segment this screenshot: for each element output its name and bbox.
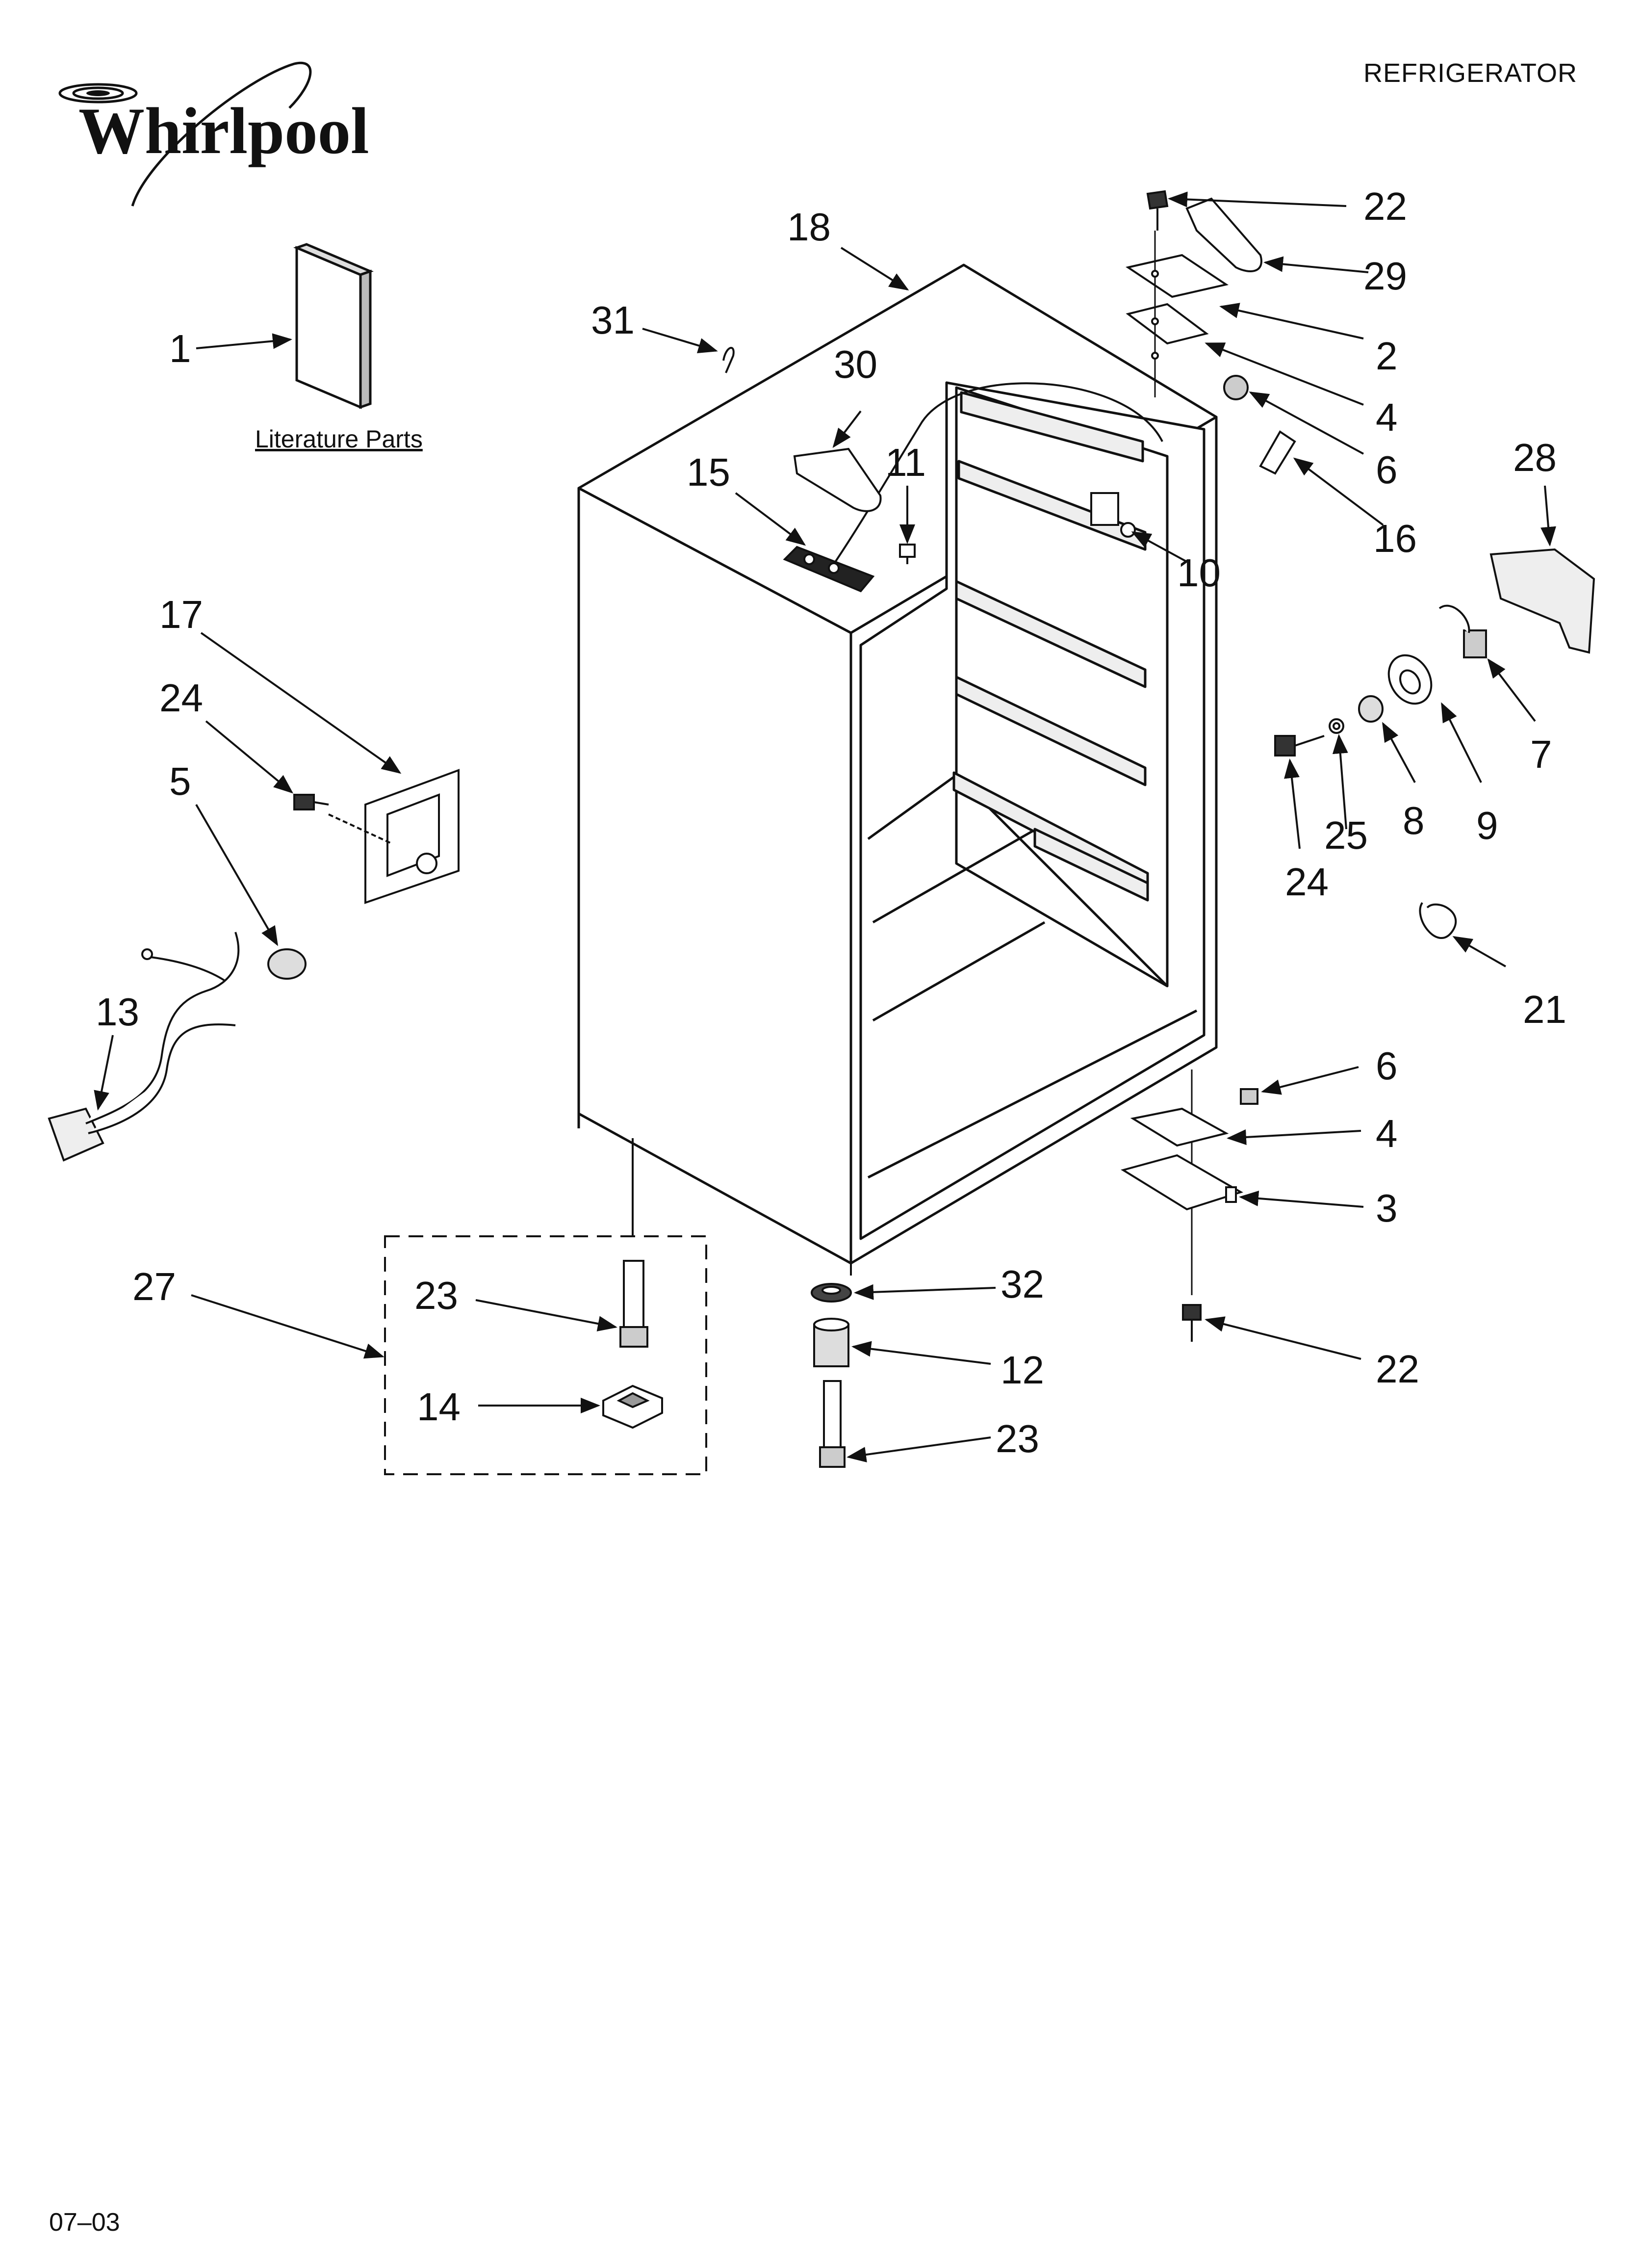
callout-13: 13 (96, 990, 139, 1034)
callout-6-top: 6 (1376, 448, 1398, 492)
callout-labels: 1 2 3 4 4 5 6 6 7 8 9 10 11 12 13 14 15 … (96, 184, 1566, 1460)
leveling-parts (602, 1260, 852, 1468)
callout-22-top: 22 (1363, 184, 1407, 228)
callout-16: 16 (1373, 517, 1417, 560)
callout-leaders (94, 191, 1556, 1462)
brand-logo-text: Whirlpool (78, 95, 369, 168)
left-side-parts (48, 769, 460, 1162)
callout-25: 25 (1324, 813, 1368, 857)
right-side-parts (1274, 548, 1595, 939)
callout-8: 8 (1403, 799, 1425, 842)
callout-30: 30 (834, 342, 877, 386)
bottom-hinge-assembly (1121, 1069, 1258, 1342)
callout-21: 21 (1523, 988, 1566, 1031)
revision-code: 07–03 (49, 2208, 120, 2237)
hinge-cover-part-30 (793, 447, 882, 512)
callout-4-bottom: 4 (1376, 1112, 1398, 1155)
callout-24-left: 24 (159, 676, 203, 720)
callout-4-top: 4 (1376, 395, 1398, 439)
literature-caption: Literature Parts (255, 425, 423, 453)
callout-17: 17 (159, 593, 203, 636)
page-title: REFRIGERATOR (1363, 58, 1577, 88)
brand-logo: Whirlpool (58, 61, 369, 207)
callout-12: 12 (1001, 1348, 1044, 1392)
callout-32: 32 (1001, 1262, 1044, 1306)
callout-10: 10 (1177, 551, 1221, 595)
callout-22-bottom: 22 (1376, 1347, 1419, 1391)
callout-29: 29 (1363, 254, 1407, 298)
callout-23-box: 23 (414, 1274, 458, 1317)
callout-9: 9 (1476, 804, 1498, 847)
callout-7: 7 (1530, 732, 1552, 776)
light-socket-part-10 (1090, 492, 1136, 538)
callout-28: 28 (1513, 436, 1557, 479)
callout-23-bottom: 23 (996, 1417, 1039, 1460)
callout-14: 14 (417, 1385, 461, 1429)
callout-1: 1 (169, 327, 191, 370)
callout-15: 15 (687, 450, 730, 494)
callout-3: 3 (1376, 1186, 1398, 1230)
callout-18: 18 (787, 205, 831, 249)
thermostat-housing-part (783, 546, 875, 593)
top-hinge-assembly (1126, 190, 1296, 475)
callout-24-right: 24 (1285, 860, 1329, 904)
clip-part-31 (722, 347, 735, 373)
callout-6-bottom: 6 (1376, 1044, 1398, 1088)
refrigerator-cabinet (577, 263, 1218, 1265)
callout-31: 31 (591, 298, 635, 342)
callout-2: 2 (1376, 334, 1398, 378)
callout-11: 11 (885, 441, 926, 484)
callout-27: 27 (132, 1265, 176, 1308)
screw-part-11 (899, 544, 916, 564)
callout-5: 5 (169, 759, 191, 803)
leveling-kit-box (384, 1138, 707, 1475)
literature-part (293, 243, 374, 409)
